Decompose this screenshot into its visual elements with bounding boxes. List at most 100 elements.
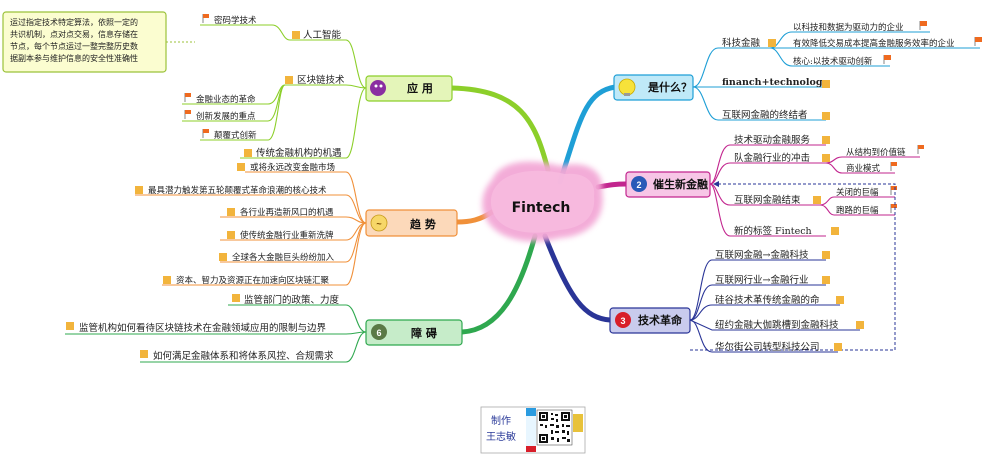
node-label-barrier: 障 碍 <box>411 326 437 340</box>
leaf-rev-3[interactable]: 硅谷技术革传统金融的命 <box>715 294 820 306</box>
note-line-3: 节点，每个节点运过一整完整历史数 <box>10 41 138 51</box>
marker-icon <box>237 163 245 171</box>
leaf-keji-sub2[interactable]: 有效降低交易成本提高金融服务效率的企业 <box>793 38 955 49</box>
flag-icon <box>202 14 209 23</box>
marker-icon <box>822 80 830 88</box>
marker-icon <box>822 251 830 259</box>
branch-revolution[interactable]: 3 技术革命 互联网金融→金融科技 互联网行业→金融行业 硅谷技术革传统金融的命… <box>609 249 864 353</box>
marker-icon <box>140 350 148 358</box>
node-label-newfin: 催生新金融 <box>653 177 708 191</box>
leaf-barrier-3[interactable]: 如何满足金融体系和将体系风控、合规需求 <box>153 350 334 362</box>
leaf-focus[interactable]: 创新发展的重点 <box>196 111 256 122</box>
leaf-rev-5[interactable]: 华尔街公司转型科技公司 <box>715 341 820 353</box>
leaf-disrupt[interactable]: 颠覆式创新 <box>214 130 257 141</box>
leaf-keji-sub1[interactable]: 以科技和数据为驱动力的企业 <box>793 22 904 33</box>
marker-icon <box>232 294 240 302</box>
leaf-blockchain[interactable]: 区块链技术 <box>297 74 345 86</box>
marker-icon <box>831 227 839 235</box>
note-callout: 运过指定技术特定算法，依照一定的 共识机制，点对点交易，信息存储在 节点，每个节… <box>2 11 195 73</box>
credit-line-2: 王志敏 <box>486 430 516 443</box>
branch-barrier[interactable]: 6 障 碍 监管部门的政策、力度 监管机构如何看待区块链技术在金融领域应用的限制… <box>65 294 463 363</box>
leaf-crypto[interactable]: 密码学技术 <box>214 15 257 26</box>
trend-icon: ~ <box>370 214 388 232</box>
note-line-1: 运过指定技术特定算法，依照一定的 <box>10 17 138 27</box>
leaf-trend-5[interactable]: 全球各大金融巨头纷纷加入 <box>232 252 335 263</box>
leaf-end-sub1[interactable]: 关闭的巨幅 <box>836 187 879 198</box>
leaf-impact-sub1[interactable]: 从结构到价值链 <box>846 147 906 158</box>
svg-text:6: 6 <box>376 328 381 338</box>
leaf-impact[interactable]: 队金融行业的冲击 <box>734 152 810 164</box>
svg-text:2: 2 <box>636 180 641 190</box>
number-6-icon: 6 <box>371 324 387 340</box>
leaf-ai[interactable]: 人工智能 <box>303 29 342 41</box>
marker-icon <box>836 296 844 304</box>
flag-icon <box>202 129 209 138</box>
node-label-trend: 趋 势 <box>410 217 436 231</box>
credit-line-1: 制作 <box>491 414 511 427</box>
marker-icon <box>292 31 300 39</box>
branch-what[interactable]: 是什么？ 科技金融 以科技和数据为驱动力的企业 有效降低交易成本提高金融服务效率… <box>613 21 982 121</box>
leaf-rev-2[interactable]: 互联网行业→金融行业 <box>715 274 808 286</box>
marker-icon <box>768 39 776 47</box>
main-branches <box>449 84 629 335</box>
leaf-barrier-2[interactable]: 监管机构如何看待区块链技术在金融领域应用的限制与边界 <box>79 322 327 334</box>
leaf-keji[interactable]: 科技金融 <box>722 37 761 49</box>
leaf-impact-sub2[interactable]: 商业模式 <box>846 163 881 174</box>
connectors-what <box>692 31 980 121</box>
connectors-apply <box>182 24 367 159</box>
marker-icon <box>163 276 171 284</box>
leaf-tech-driven[interactable]: 技术驱动金融服务 <box>734 134 811 146</box>
leaf-fintech-def[interactable]: financh+technology <box>722 77 828 88</box>
marker-icon <box>822 276 830 284</box>
connectors-barrier <box>65 304 367 363</box>
flag-icon <box>890 204 897 213</box>
flag-icon <box>883 55 891 64</box>
leaf-trend-6[interactable]: 资本、智力及资源正在加速向区块链汇聚 <box>176 275 330 286</box>
leaf-trend-3[interactable]: 各行业再造新风口的机遇 <box>240 207 334 218</box>
flag-icon <box>184 110 191 119</box>
svg-text:3: 3 <box>620 316 625 326</box>
branch-apply[interactable]: 应 用 密码学技术 人工智能 区块链技术 金融业态的革命 创新发展的重点 颠覆式… <box>182 14 453 159</box>
leaf-opportunity[interactable]: 传统金融机构的机遇 <box>256 147 342 159</box>
leaf-rev-1[interactable]: 互联网金融→金融科技 <box>715 249 809 261</box>
leaf-end-sub2[interactable]: 跑路的巨幅 <box>836 205 879 216</box>
leaf-internet-end[interactable]: 互联网金融结束 <box>734 194 801 206</box>
number-2-icon: 2 <box>631 176 647 192</box>
leaf-keji-sub3[interactable]: 核心:以技术驱动创新 <box>793 56 873 67</box>
leaf-end[interactable]: 互联网金融的终结者 <box>722 109 808 121</box>
marker-icon <box>285 76 293 84</box>
leaf-rev-4[interactable]: 纽约金融大伽跳槽到金融科技 <box>715 319 839 331</box>
branch-line-what <box>557 84 618 185</box>
leaf-new-tag[interactable]: 新的标签 Fintech <box>734 225 812 237</box>
flag-icon <box>890 162 897 171</box>
connectors-trend <box>135 171 367 286</box>
branch-newfin[interactable]: 2 催生新金融 技术驱动金融服务 队金融行业的冲击 从结构到价值链 商业模式 互… <box>625 134 924 237</box>
node-label-what: 是什么？ <box>647 80 692 94</box>
flag-icon <box>974 37 982 46</box>
marker-icon <box>834 343 842 351</box>
connectors-newfin <box>709 144 920 237</box>
marker-icon <box>822 154 830 162</box>
flag-icon <box>890 186 897 195</box>
leaf-revolution[interactable]: 金融业态的革命 <box>196 94 256 105</box>
marker-icon <box>66 322 74 330</box>
lightbulb-icon <box>618 78 636 96</box>
marker-icon <box>813 196 821 204</box>
connectors-revolution <box>689 259 860 353</box>
flag-icon <box>919 21 927 30</box>
leaf-trend-2[interactable]: 最具潜力触发第五轮颠覆式革命浪潮的核心技术 <box>148 185 327 196</box>
marker-icon <box>822 136 830 144</box>
marker-icon <box>856 321 864 329</box>
flag-icon <box>184 93 191 102</box>
marker-icon <box>219 253 227 261</box>
marker-icon <box>227 231 235 239</box>
branch-trend[interactable]: ~ 趋 势 或将永远改变金融市场 最具潜力触发第五轮颠覆式革命浪潮的核心技术 各… <box>135 162 458 286</box>
leaf-barrier-1[interactable]: 监管部门的政策、力度 <box>244 294 340 306</box>
leaf-trend-1[interactable]: 或将永远改变金融市场 <box>250 162 335 173</box>
branch-line-revolution <box>542 233 613 323</box>
center-node[interactable]: Fintech <box>482 161 603 242</box>
leaf-trend-4[interactable]: 使传统金融行业重新洗牌 <box>240 230 334 241</box>
note-line-2: 共识机制，点对点交易，信息存储在 <box>10 29 138 39</box>
pacman-icon <box>370 80 386 96</box>
center-label: Fintech <box>512 200 571 216</box>
